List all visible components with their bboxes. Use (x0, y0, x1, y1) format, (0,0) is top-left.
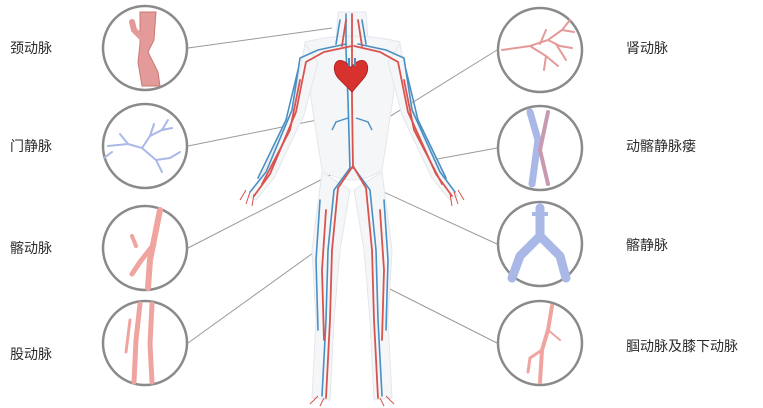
label-renal-artery: 肾动脉 (626, 41, 668, 57)
renal-artery-icon (498, 8, 582, 92)
iliac-artery-icon (103, 206, 187, 290)
label-portal-vein: 门静脉 (10, 139, 52, 155)
portal-vein-icon (103, 104, 187, 188)
arteriovenous-fistula-icon (498, 106, 582, 190)
carotid-artery-icon (103, 6, 187, 90)
iliac-vein-icon (498, 202, 582, 286)
label-iliac-vein: 髂静脉 (626, 238, 668, 254)
label-popliteal-artery: 腘动脉及膝下动脉 (626, 339, 738, 355)
femoral-artery-icon (103, 301, 187, 385)
extremities (240, 190, 464, 406)
label-carotid-artery: 颈动脉 (10, 41, 52, 57)
label-femoral-artery: 股动脉 (10, 347, 52, 363)
label-iliac-artery: 髂动脉 (10, 241, 52, 257)
label-arteriovenous-fistula: 动髂静脉瘘 (626, 139, 696, 155)
popliteal-artery-icon (498, 301, 582, 385)
